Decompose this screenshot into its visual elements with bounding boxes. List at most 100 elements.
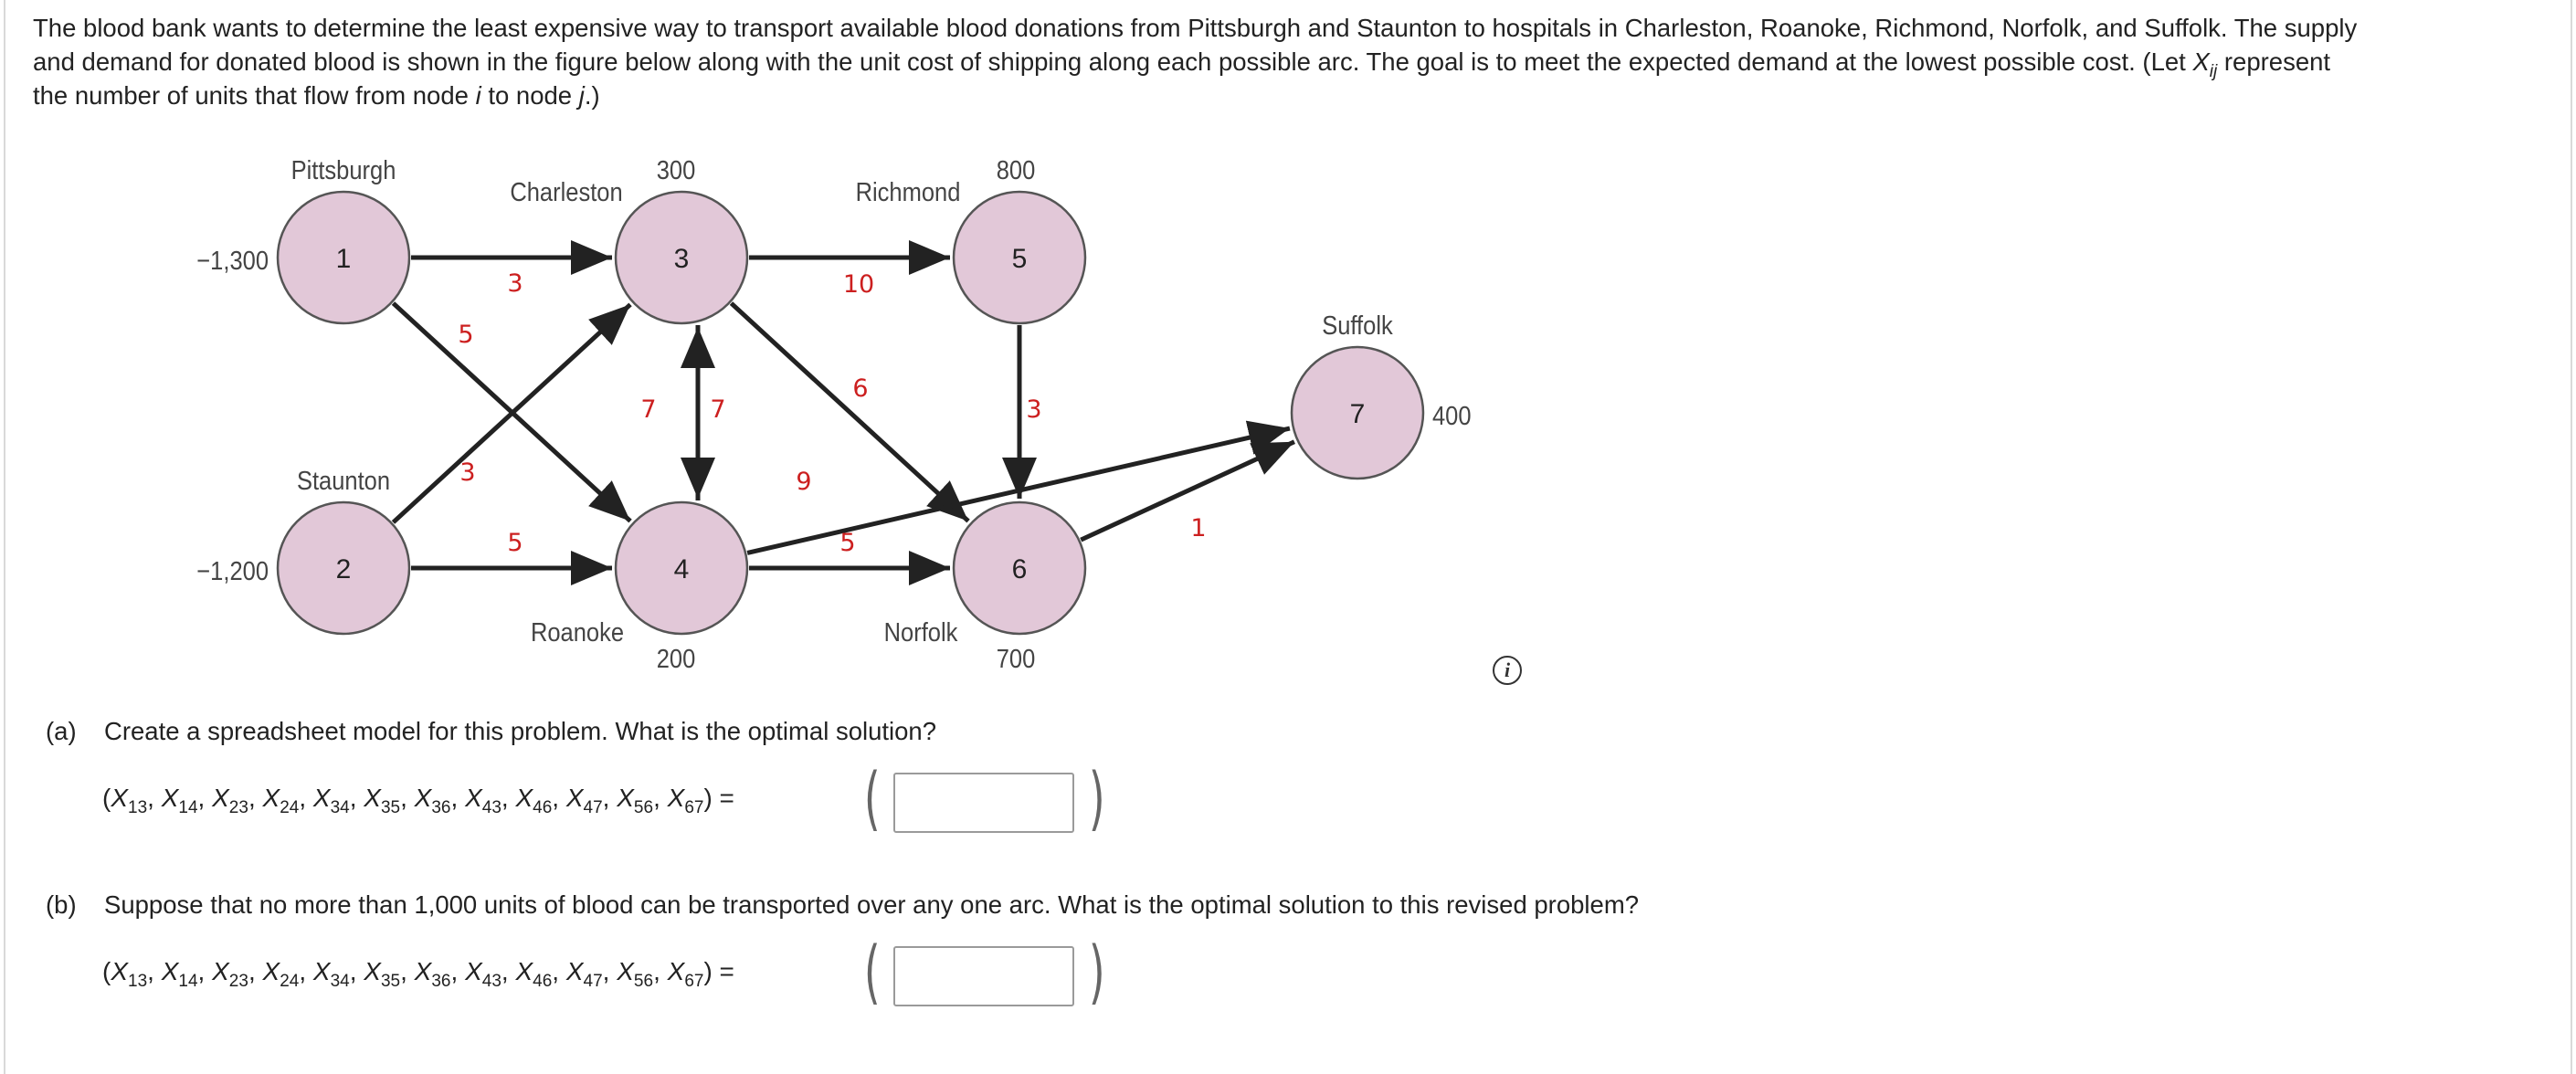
tuple-variable-subscript: 43	[481, 798, 501, 817]
question-a-label: (a)	[46, 717, 77, 745]
tuple-variable: X	[667, 784, 685, 812]
tuple-variable: X	[465, 957, 482, 985]
node-2-supply-demand: −1,200	[196, 555, 269, 585]
arc-cost-label-6-7: 1	[1190, 514, 1206, 542]
tuple-variable-subscript: 56	[633, 972, 654, 991]
arc-cost-label-4-3: 7	[710, 395, 725, 424]
node-6-circle	[952, 500, 1087, 636]
left-paren: (	[863, 757, 881, 838]
arc-2-3	[391, 302, 632, 524]
node-5-id: 5	[1012, 244, 1028, 274]
tuple-variable-subscript: 47	[583, 972, 603, 991]
arc-cost-label-2-4: 5	[507, 529, 523, 557]
tuple-open-paren: (	[102, 957, 111, 985]
tuple-close-paren: )	[703, 957, 713, 985]
problem-statement: The blood bank wants to determine the le…	[33, 11, 2545, 112]
tuple-variable: X	[212, 957, 229, 985]
node-2-id: 2	[336, 554, 352, 584]
node-3-name: Charleston	[510, 176, 622, 206]
tuple-comma: ,	[653, 784, 668, 812]
tuple-comma: ,	[400, 957, 415, 985]
node-4-supply-demand: 200	[657, 643, 696, 673]
tuple-variable-subscript: 67	[684, 798, 704, 817]
tuple-variable: X	[617, 957, 634, 985]
tuple-comma: ,	[552, 784, 566, 812]
arc-3-6	[729, 301, 970, 523]
tuple-variable-subscript: 36	[431, 798, 451, 817]
tuple-variable-subscript: 13	[128, 798, 148, 817]
intro-line-2: and demand for donated blood is shown in…	[33, 47, 2331, 81]
tuple-variable-subscript: 47	[583, 798, 603, 817]
tuple-comma: ,	[400, 784, 415, 812]
tuple-variable: X	[111, 784, 129, 812]
node-7-name: Suffolk	[1322, 310, 1393, 340]
tuple-comma: ,	[349, 784, 364, 812]
node-3-supply-demand: 300	[657, 154, 696, 184]
node-6-name: Norfolk	[884, 616, 958, 647]
node-7-supply-demand: 400	[1432, 400, 1472, 430]
node-3-id: 3	[674, 244, 690, 274]
tuple-comma: ,	[552, 957, 566, 985]
tuple-close-paren: )	[703, 784, 713, 812]
node-5-circle	[952, 190, 1087, 325]
question-b-label: (b)	[46, 890, 77, 919]
tuple-variable-subscript: 43	[481, 972, 501, 991]
question-b: (b)Suppose that no more than 1,000 units…	[46, 890, 1639, 921]
node-1-name: Pittsburgh	[291, 154, 396, 184]
tuple-variable-subscript: 13	[128, 972, 148, 991]
tuple-variable: X	[161, 784, 179, 812]
info-icon[interactable]: i	[1493, 656, 1522, 685]
tuple-equals: =	[712, 784, 734, 812]
arcs-layer	[391, 240, 1295, 585]
right-paren: )	[1088, 757, 1105, 838]
tuple-comma: ,	[248, 784, 263, 812]
tuple-variable: X	[111, 957, 129, 985]
tuple-comma: ,	[349, 957, 364, 985]
arc-cost-label-5-6: 3	[1026, 395, 1041, 424]
node-5-supply-demand: 800	[997, 154, 1036, 184]
question-a-text: Create a spreadsheet model for this prob…	[104, 717, 937, 745]
left-paren: (	[863, 931, 881, 1012]
tuple-variable: X	[667, 957, 685, 985]
arc-cost-label-3-6: 6	[852, 374, 868, 403]
node-1-id: 1	[336, 244, 352, 274]
tuple-comma: ,	[197, 784, 213, 812]
tuple-variable-subscript: 23	[228, 798, 248, 817]
tuple-variable-subscript: 46	[533, 798, 553, 817]
tuple-variable-subscript: 24	[280, 972, 300, 991]
tuple-comma: ,	[653, 957, 668, 985]
tuple-variable-subscript: 14	[178, 798, 198, 817]
arc-cost-label-1-4: 5	[458, 321, 473, 349]
tuple-variable: X	[565, 957, 584, 985]
tuple-comma: ,	[450, 957, 466, 985]
tuple-variable-subscript: 34	[330, 972, 350, 991]
variable-tuple-b: (X13, X14, X23, X24, X34, X35, X36, X43,…	[102, 957, 734, 990]
node-4-id: 4	[674, 554, 690, 584]
tuple-comma: ,	[299, 784, 313, 812]
tuple-variable: X	[312, 957, 331, 985]
tuple-comma: ,	[248, 957, 263, 985]
answer-input-b[interactable]	[893, 946, 1074, 1006]
right-paren: )	[1088, 931, 1105, 1012]
tuple-variable-subscript: 14	[178, 972, 198, 991]
tuple-variable: X	[515, 784, 533, 812]
tuple-variable-subscript: 24	[280, 798, 300, 817]
answer-input-a[interactable]	[893, 773, 1074, 833]
node-7-id: 7	[1350, 399, 1366, 429]
tuple-variable: X	[212, 784, 229, 812]
tuple-variable: X	[161, 957, 179, 985]
tuple-variable: X	[262, 957, 280, 985]
tuple-comma: ,	[501, 784, 516, 812]
tuple-variable: X	[364, 957, 381, 985]
node-6-id: 6	[1012, 554, 1028, 584]
node-1-circle	[276, 190, 411, 325]
variable-tuple-a: (X13, X14, X23, X24, X34, X35, X36, X43,…	[102, 784, 734, 816]
arc-cost-label-4-7: 9	[796, 468, 811, 496]
tuple-variable-subscript: 34	[330, 798, 350, 817]
tuple-variable-subscript: 35	[380, 972, 401, 991]
tuple-variable: X	[414, 784, 432, 812]
node-2-circle	[276, 500, 411, 636]
arc-cost-label-3-5: 10	[843, 270, 874, 299]
